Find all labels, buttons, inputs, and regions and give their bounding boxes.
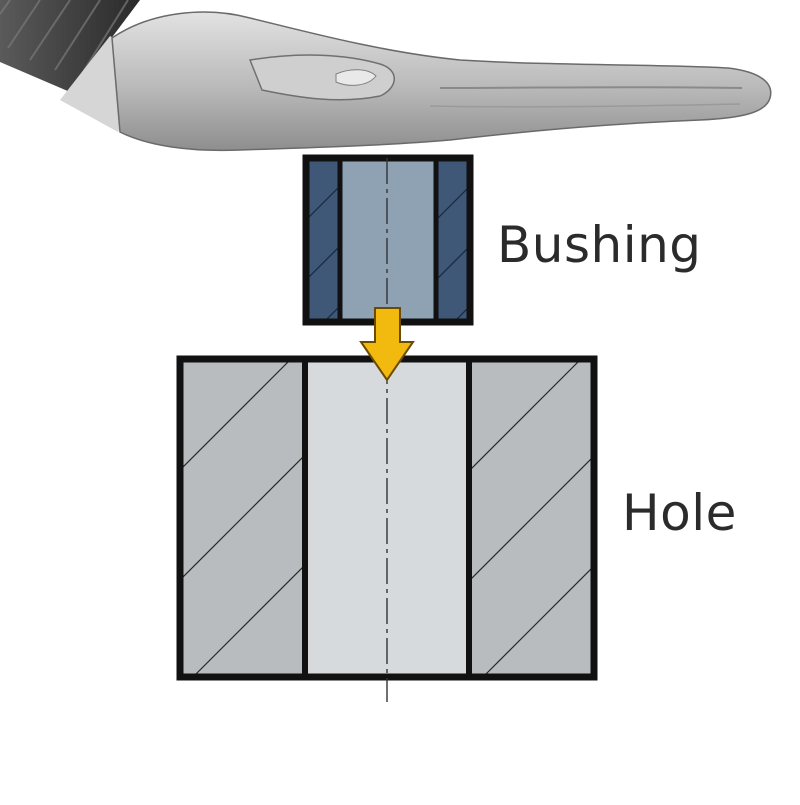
block-hatch-left xyxy=(180,359,305,677)
bushing-label: Bushing xyxy=(497,216,702,274)
hand-icon xyxy=(0,0,772,152)
arrow-down-icon xyxy=(359,307,415,382)
hole-block xyxy=(176,355,598,681)
hole-label: Hole xyxy=(622,484,737,542)
